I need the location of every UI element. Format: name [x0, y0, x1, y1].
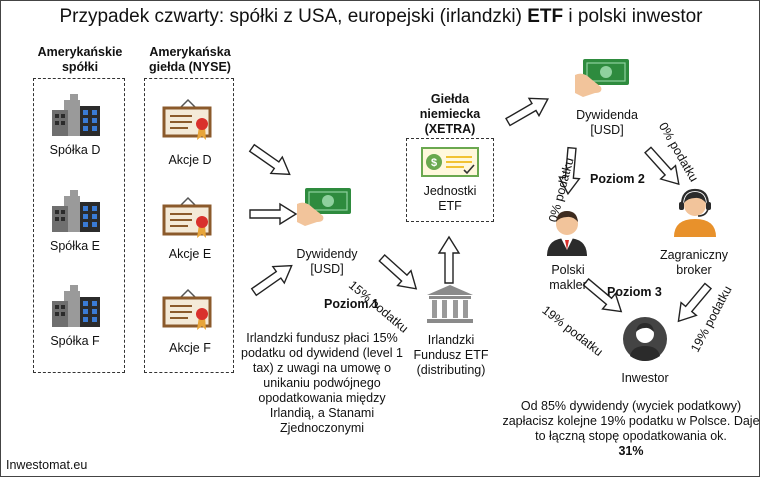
building-icon — [52, 285, 100, 327]
stock-certificate-icon — [162, 288, 212, 330]
shares-d-label: Akcje D — [168, 153, 212, 167]
outline-arrow-icon — [249, 203, 297, 225]
stock-certificate-icon — [162, 196, 212, 238]
exchange-box — [144, 78, 234, 373]
polish-broker-label: Polski makler — [549, 263, 587, 292]
headset-person-icon — [674, 188, 716, 237]
companies-box — [33, 78, 125, 373]
shares-f-label: Akcje F — [169, 341, 211, 355]
broker-person-icon — [547, 211, 587, 256]
dividend-label: Dywidenda [USD] — [576, 108, 638, 137]
level-1-label: Poziom 1 — [324, 297, 379, 311]
outline-arrow-icon — [374, 249, 424, 297]
xetra-header: Giełda niemiecka (XETRA) — [419, 92, 481, 136]
outline-arrow-icon — [502, 89, 554, 132]
cash-hand-icon — [297, 188, 351, 226]
outline-arrow-icon — [438, 236, 460, 284]
title-prefix: Przypadek czwarty: spółki z USA, europej… — [59, 6, 528, 27]
stock-certificate-icon — [162, 98, 212, 140]
cash-hand-icon — [575, 59, 629, 97]
title-etf: ETF — [527, 6, 564, 27]
xetra-box — [406, 138, 494, 222]
title-suffix: i polski inwestor — [563, 6, 703, 27]
investor-person-icon — [623, 317, 667, 361]
company-d-label: Spółka D — [49, 143, 101, 157]
companies-header: Amerykańskie spółki — [37, 45, 123, 74]
company-e-label: Spółka E — [49, 239, 101, 253]
level-1-note: Irlandzki fundusz płaci 15% podatku od d… — [241, 331, 403, 435]
etf-certificate-icon: $ — [421, 147, 479, 177]
irish-fund-label: Irlandzki Fundusz ETF (distributing) — [413, 333, 489, 377]
source-label: Inwestomat.eu — [6, 458, 88, 472]
building-icon — [52, 190, 100, 232]
summary-note: Od 85% dywidendy (wyciek podatkowy) zapł… — [500, 399, 762, 459]
shares-e-label: Akcje E — [168, 247, 212, 261]
etf-units-label: Jednostki ETF — [423, 184, 477, 213]
building-icon — [52, 94, 100, 136]
outline-arrow-icon — [245, 139, 297, 184]
dividends-label: Dywidendy [USD] — [296, 247, 358, 276]
svg-text:$: $ — [431, 157, 437, 169]
diagram-title: Przypadek czwarty: spółki z USA, europej… — [0, 6, 762, 28]
bank-icon — [427, 285, 473, 323]
foreign-broker-label: Zagraniczny broker — [659, 248, 729, 277]
exchange-header: Amerykańska giełda (NYSE) — [149, 45, 231, 74]
level-3-label: Poziom 3 — [607, 285, 662, 299]
summary-text: Od 85% dywidendy (wyciek podatkowy) zapł… — [502, 399, 760, 443]
summary-total: 31% — [618, 444, 644, 458]
level-2-label: Poziom 2 — [590, 172, 645, 186]
company-f-label: Spółka F — [50, 334, 100, 348]
investor-label: Inwestor — [621, 371, 669, 385]
